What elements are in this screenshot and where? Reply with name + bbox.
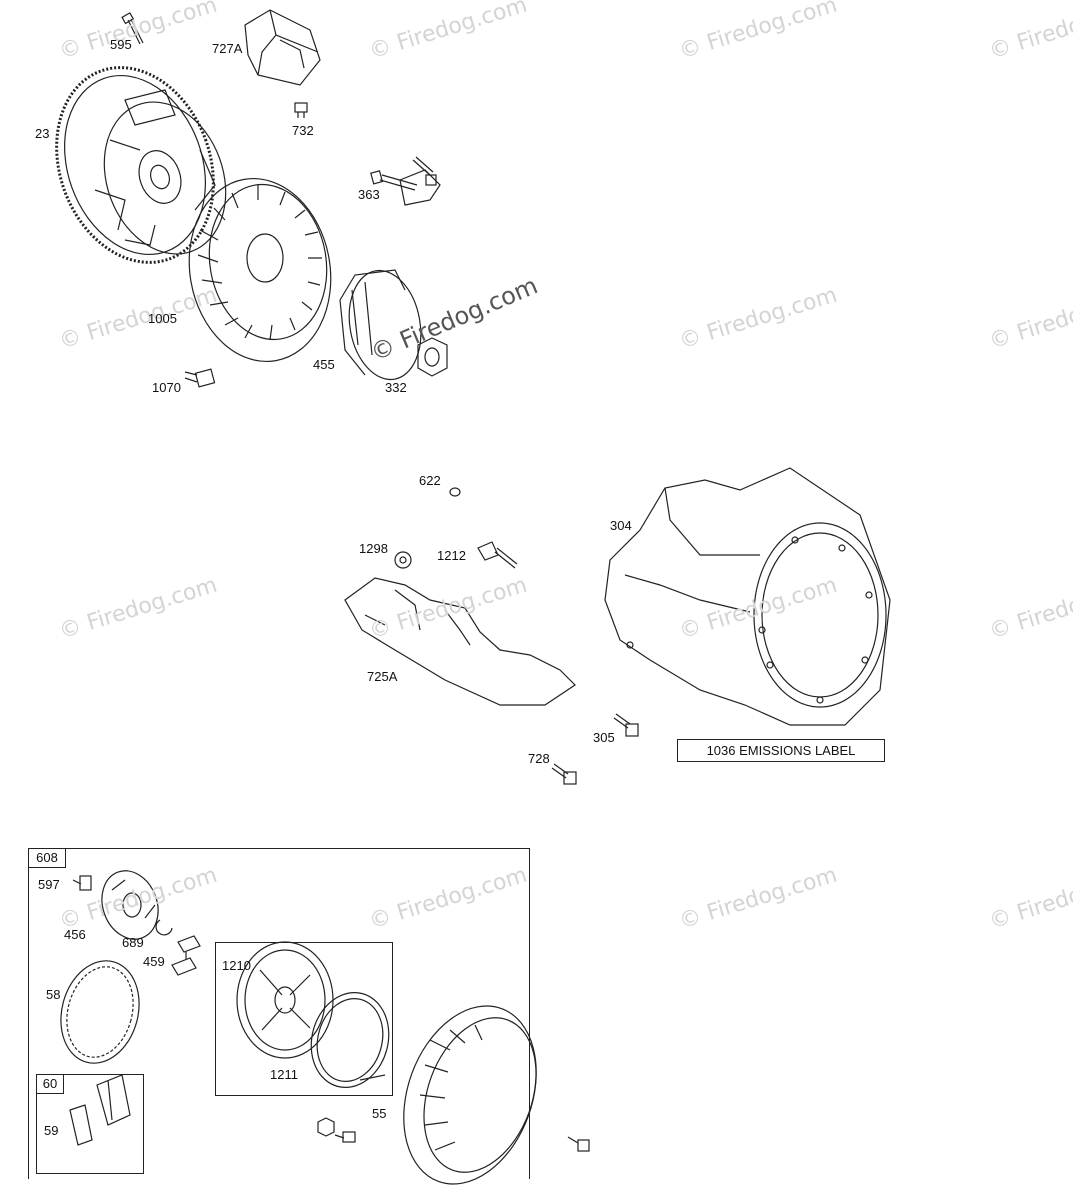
label-459: 459 xyxy=(143,954,165,969)
kit-608-box xyxy=(28,848,530,1179)
label-725a: 725A xyxy=(367,669,398,684)
label-728: 728 xyxy=(528,751,550,766)
label-23: 23 xyxy=(35,126,50,141)
kit-60-tag: 60 xyxy=(36,1074,64,1094)
label-1212: 1212 xyxy=(437,548,466,563)
label-305: 305 xyxy=(593,730,615,745)
label-595: 595 xyxy=(110,37,132,52)
label-689: 689 xyxy=(122,935,144,950)
part-1005-fan xyxy=(188,177,332,363)
part-732-screw xyxy=(294,102,308,118)
kit-1210-box xyxy=(215,942,393,1096)
kit-608-tag: 608 xyxy=(28,848,66,868)
label-304: 304 xyxy=(610,518,632,533)
part-456-pulley xyxy=(101,870,159,940)
label-1298: 1298 xyxy=(359,541,388,556)
part-597-screw xyxy=(72,875,92,891)
part-59-handle xyxy=(69,1074,131,1146)
part-305-screw xyxy=(613,713,639,737)
part-622-washer xyxy=(449,487,461,497)
part-332-nut xyxy=(417,337,448,377)
label-1070: 1070 xyxy=(152,380,181,395)
part-1211-spring xyxy=(310,992,390,1088)
part-725a-shroud xyxy=(344,577,576,706)
label-456: 456 xyxy=(64,927,86,942)
label-58: 58 xyxy=(46,987,61,1002)
label-1211: 1211 xyxy=(270,1067,298,1082)
part-363-bracket xyxy=(370,156,441,206)
part-58-spring xyxy=(60,960,140,1064)
part-459-pawls xyxy=(171,935,201,976)
label-332: 332 xyxy=(385,380,407,395)
part-689-ring xyxy=(155,919,173,936)
part-1298-grommet xyxy=(394,551,412,569)
part-455-cup xyxy=(339,269,422,381)
label-1210: 1210 xyxy=(222,958,251,973)
part-1070-screw xyxy=(184,368,216,388)
label-732: 732 xyxy=(292,123,314,138)
part-nut-and-screws xyxy=(317,1117,590,1152)
label-55: 55 xyxy=(372,1106,387,1121)
part-304-housing xyxy=(604,467,891,726)
kit-60-box xyxy=(36,1074,144,1174)
part-55-starter-housing xyxy=(403,1005,537,1185)
part-728-screw xyxy=(551,763,577,785)
label-455: 455 xyxy=(313,357,335,372)
part-727a-bracket xyxy=(244,9,321,86)
emissions-label: 1036 EMISSIONS LABEL xyxy=(677,739,885,762)
label-363: 363 xyxy=(358,187,380,202)
part-595-screw xyxy=(121,12,144,45)
label-727a: 727A xyxy=(212,41,243,56)
label-1005: 1005 xyxy=(148,311,177,326)
label-622: 622 xyxy=(419,473,441,488)
label-59: 59 xyxy=(44,1123,59,1138)
part-23-flywheel xyxy=(55,66,227,264)
part-1212-stud xyxy=(477,541,518,569)
label-597: 597 xyxy=(38,877,60,892)
